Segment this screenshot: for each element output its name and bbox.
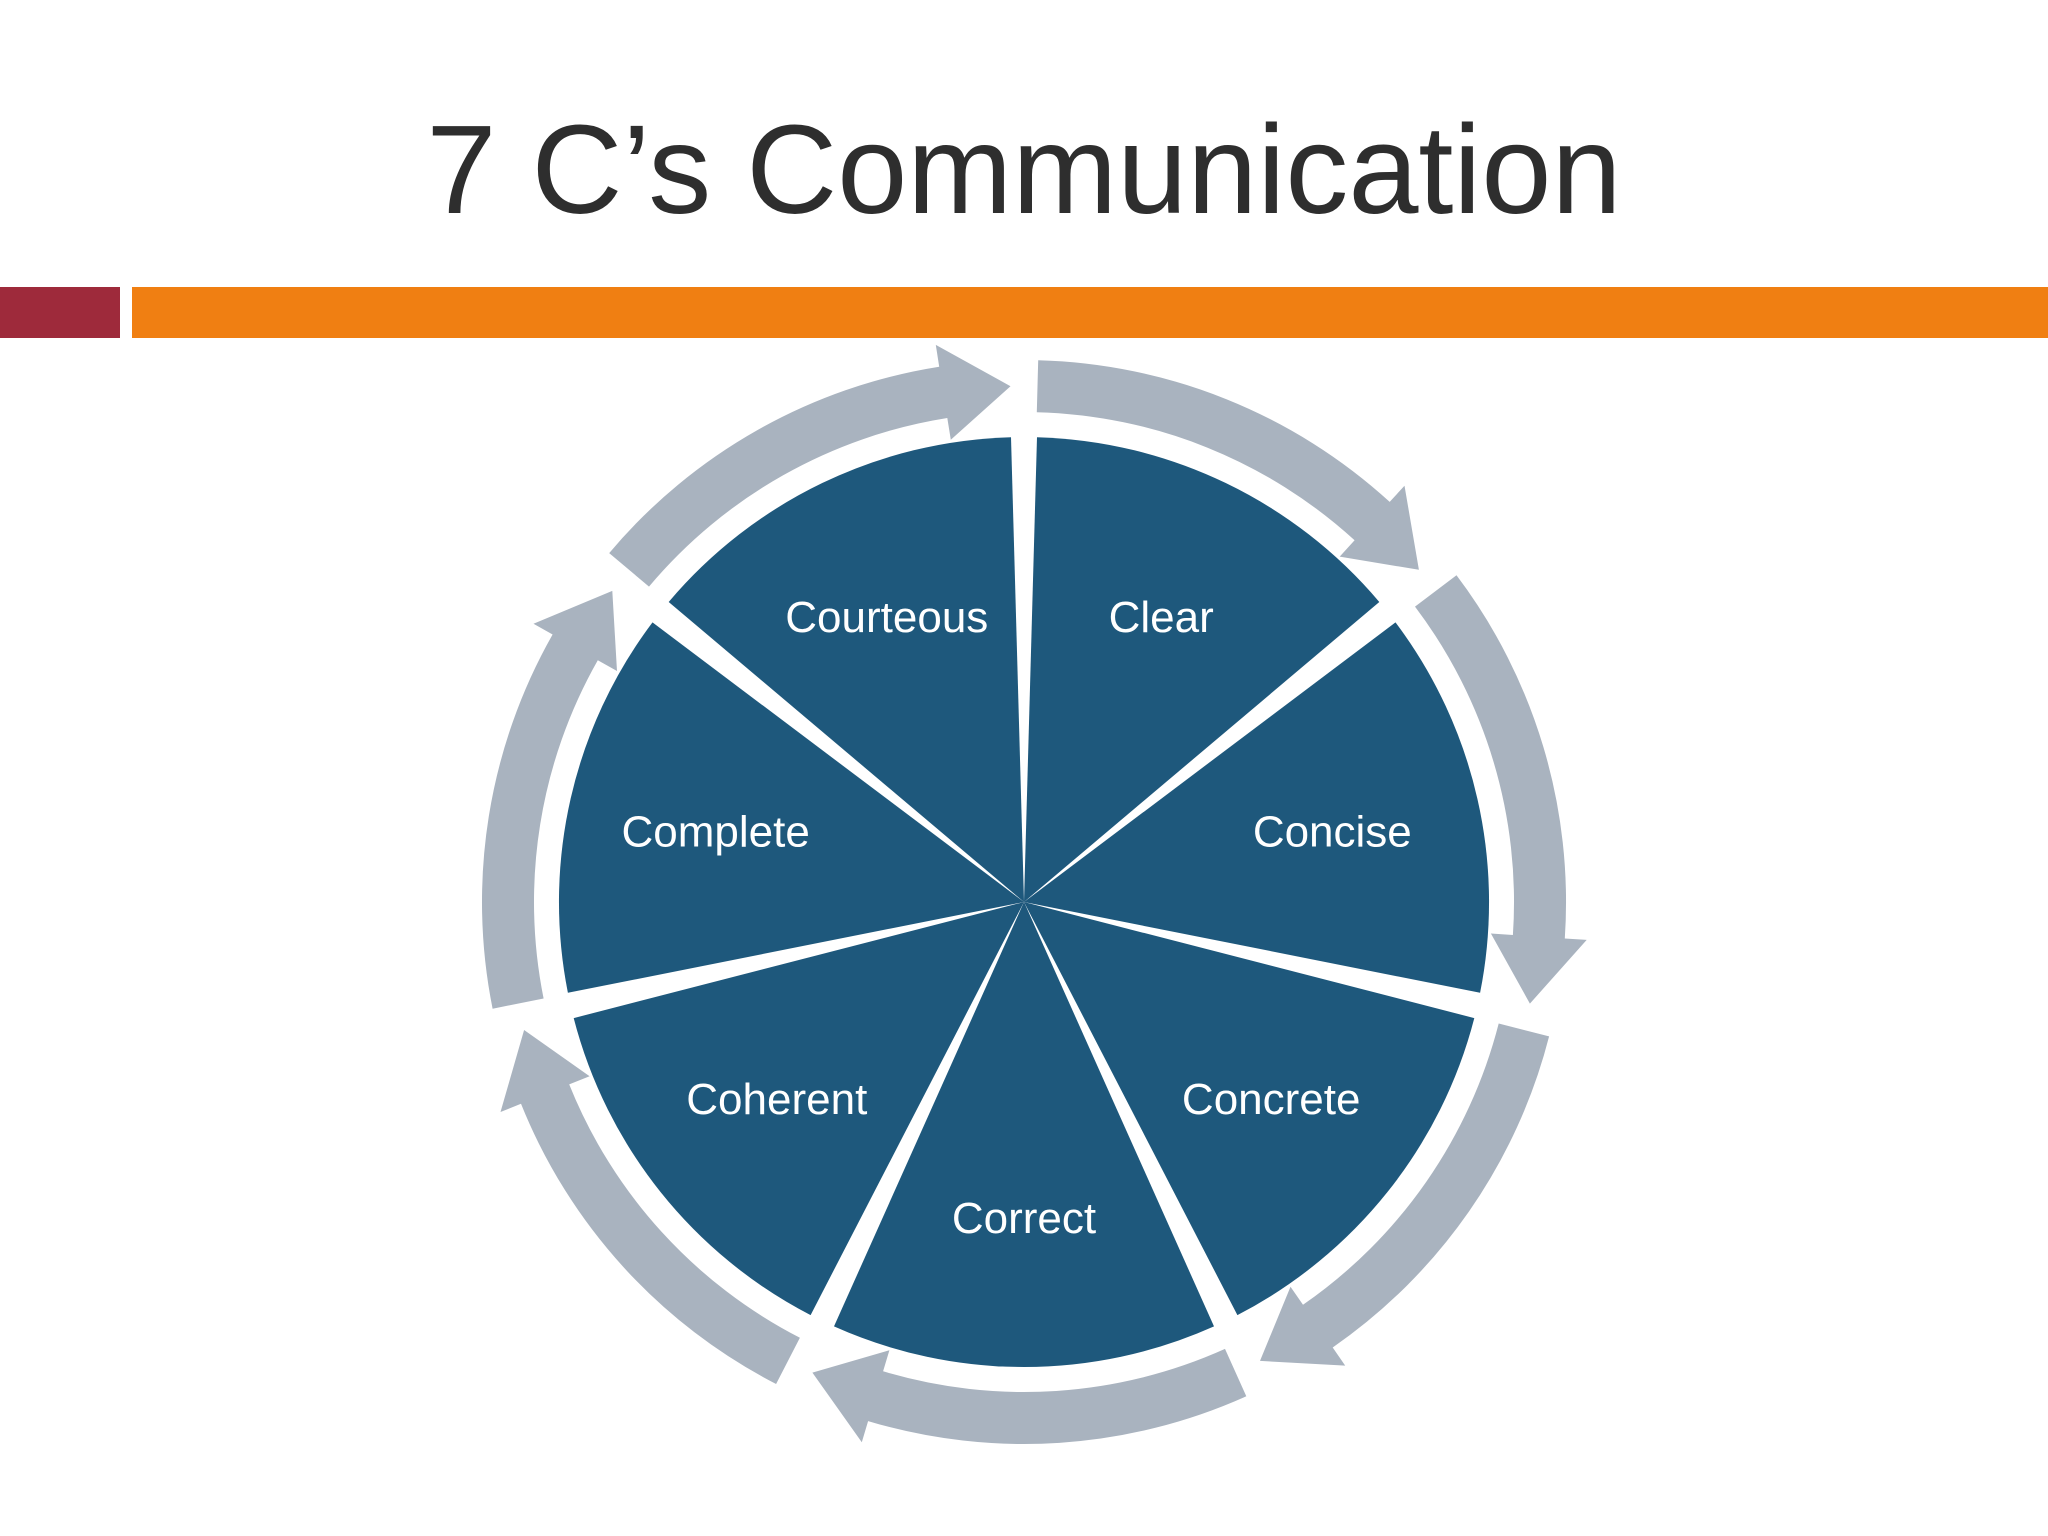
cycle-arrow-complete: [481, 590, 617, 1009]
segment-coherent: [573, 902, 1024, 1316]
segment-clear: [1024, 437, 1380, 902]
cycle-arrow-clear: [1036, 360, 1419, 570]
segment-concrete: [1024, 902, 1475, 1316]
segment-correct: [834, 902, 1214, 1367]
cycle-arrow-coherent: [500, 1030, 800, 1384]
segment-label-coherent: Coherent: [686, 1075, 867, 1124]
segment-label-concise: Concise: [1253, 808, 1412, 857]
cycle-arrow-courteous: [609, 344, 1011, 587]
segment-label-concrete: Concrete: [1182, 1075, 1361, 1124]
segment-concise: [1024, 622, 1490, 993]
segment-courteous: [668, 437, 1024, 902]
accent-bar-left: [0, 287, 120, 338]
segment-label-courteous: Courteous: [785, 593, 988, 642]
slide-title: 7 C’s Communication: [426, 99, 1622, 240]
segment-label-clear: Clear: [1109, 593, 1214, 642]
cycle-arrow-correct: [812, 1348, 1247, 1444]
cycle-arrow-concrete: [1260, 1023, 1550, 1366]
segment-complete: [558, 622, 1024, 993]
accent-bar-right: [132, 287, 2048, 338]
cycle-arrow-concise: [1415, 575, 1587, 1004]
segment-label-complete: Complete: [622, 808, 810, 857]
segment-label-correct: Correct: [952, 1194, 1096, 1243]
